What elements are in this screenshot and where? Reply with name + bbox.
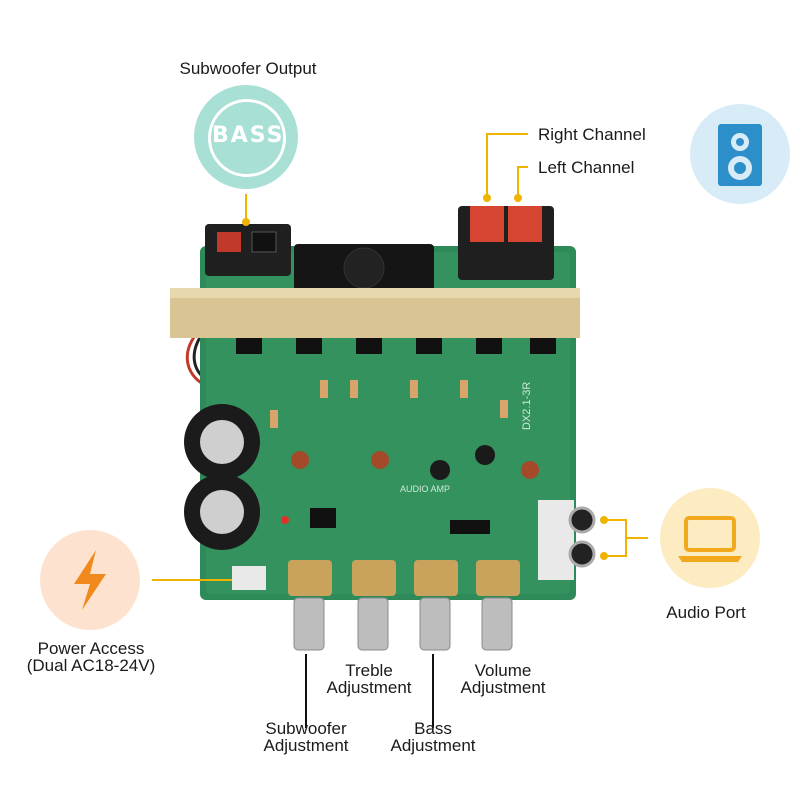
label-audio-port: Audio Port bbox=[666, 603, 746, 622]
subwoofer-terminal-red bbox=[217, 232, 241, 252]
rca-jack-top bbox=[568, 506, 596, 534]
power-transistors bbox=[236, 338, 556, 354]
heatsink-highlight bbox=[170, 288, 580, 298]
capacitor-2-top bbox=[200, 490, 244, 534]
callout-lines bbox=[152, 133, 648, 581]
knob-subwoofer bbox=[288, 560, 332, 651]
small-components bbox=[270, 380, 539, 534]
power-connector bbox=[232, 566, 266, 590]
left-channel-clip bbox=[508, 206, 542, 242]
label-power-voltage: (Dual AC18-24V) bbox=[26, 656, 156, 675]
label-right-channel: Right Channel bbox=[538, 125, 646, 144]
label-volume-1: Volume bbox=[474, 661, 532, 680]
knob-bass bbox=[414, 560, 458, 651]
bass-badge-icon: BASS bbox=[194, 85, 298, 189]
label-subwoofer-1: Subwoofer bbox=[265, 719, 347, 738]
label-left-channel: Left Channel bbox=[538, 158, 635, 177]
label-treble-1: Treble bbox=[345, 661, 393, 680]
lightning-bolt-icon bbox=[40, 530, 140, 630]
board-print-model: DX2.1-3R bbox=[521, 382, 533, 430]
subwoofer-terminal-black bbox=[251, 231, 277, 253]
knob-volume bbox=[476, 560, 520, 651]
label-treble-2: Adjustment bbox=[326, 678, 412, 697]
laptop-icon bbox=[660, 488, 760, 588]
label-power-access: Power Access bbox=[37, 639, 145, 658]
knob-treble bbox=[352, 560, 396, 651]
bass-badge-text: BASS bbox=[212, 123, 285, 148]
rca-jack-bottom bbox=[568, 540, 596, 568]
fan-hub bbox=[343, 247, 385, 289]
right-channel-clip bbox=[470, 206, 504, 242]
label-bass-2: Adjustment bbox=[390, 736, 476, 755]
capacitor-1-top bbox=[200, 420, 244, 464]
speaker-icon bbox=[690, 104, 790, 204]
label-subwoofer-2: Adjustment bbox=[263, 736, 349, 755]
label-volume-2: Adjustment bbox=[460, 678, 546, 697]
knob-leader-lines bbox=[305, 654, 434, 728]
label-subwoofer-output: Subwoofer Output bbox=[179, 59, 317, 78]
label-bass-1: Bass bbox=[414, 719, 452, 738]
board-print-amp: AUDIO AMP bbox=[400, 484, 450, 494]
rca-block bbox=[538, 500, 574, 580]
